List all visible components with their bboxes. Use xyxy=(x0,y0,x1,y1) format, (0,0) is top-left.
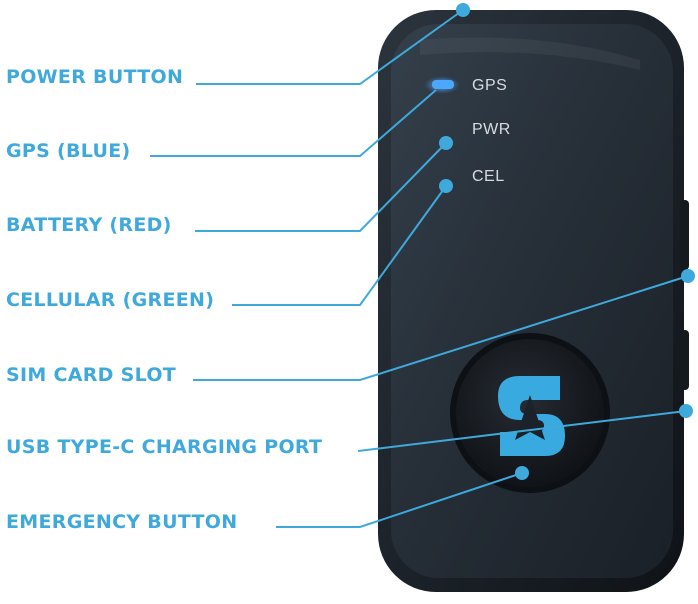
usb-port-leader xyxy=(357,410,687,452)
side-button-upper xyxy=(680,200,689,270)
emergency-button-leader xyxy=(276,472,523,528)
sim-card-slot-label: SIM CARD SLOT xyxy=(6,364,177,386)
power-button-leader xyxy=(196,9,464,85)
pwr-led-label: PWR xyxy=(472,121,511,138)
sim-slot-leader xyxy=(193,275,689,381)
spytec-s-arrow-logo-icon xyxy=(498,376,565,456)
gps-led xyxy=(432,80,454,89)
power-button-label: POWER BUTTON xyxy=(6,66,184,88)
gps-label: GPS (BLUE) xyxy=(6,140,131,162)
face-highlight xyxy=(420,37,640,70)
battery-leader xyxy=(195,142,447,232)
cel-led-label: CEL xyxy=(472,168,505,185)
usb-port-label: USB TYPE-C CHARGING PORT xyxy=(6,436,323,458)
device-face xyxy=(391,24,673,578)
battery-label: BATTERY (RED) xyxy=(6,214,172,236)
cellular-leader xyxy=(232,185,447,306)
side-button-lower xyxy=(680,330,689,390)
emergency-button-label: EMERGENCY BUTTON xyxy=(6,511,238,533)
cellular-label: CELLULAR (GREEN) xyxy=(6,289,215,311)
gps-leader xyxy=(150,89,437,157)
gps-led-label: GPS xyxy=(472,77,508,94)
